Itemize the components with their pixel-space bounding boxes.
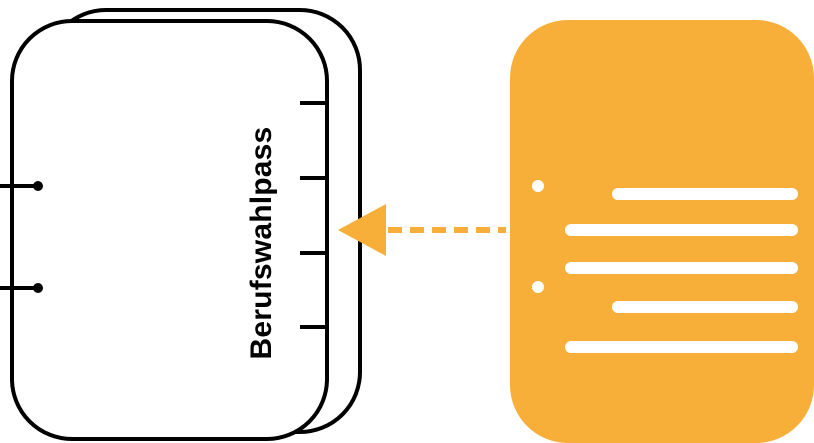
sheet-hole-top xyxy=(532,180,544,192)
binder-rings xyxy=(0,181,43,293)
sheet-hole-bottom xyxy=(532,281,544,293)
ring-dot-top xyxy=(33,181,43,191)
ring-dot-bottom xyxy=(33,283,43,293)
sheet-text-lines xyxy=(565,188,798,353)
dashed-arrow-left-icon xyxy=(338,204,506,256)
document-sheet-icon xyxy=(510,20,814,443)
binder-front-cover xyxy=(10,19,329,441)
ring-binder-icon: Berufswahlpass xyxy=(0,8,362,441)
binder-title: Berufswahlpass xyxy=(245,127,278,360)
arrow-head xyxy=(338,204,386,256)
binder-tab-markers xyxy=(300,101,329,329)
